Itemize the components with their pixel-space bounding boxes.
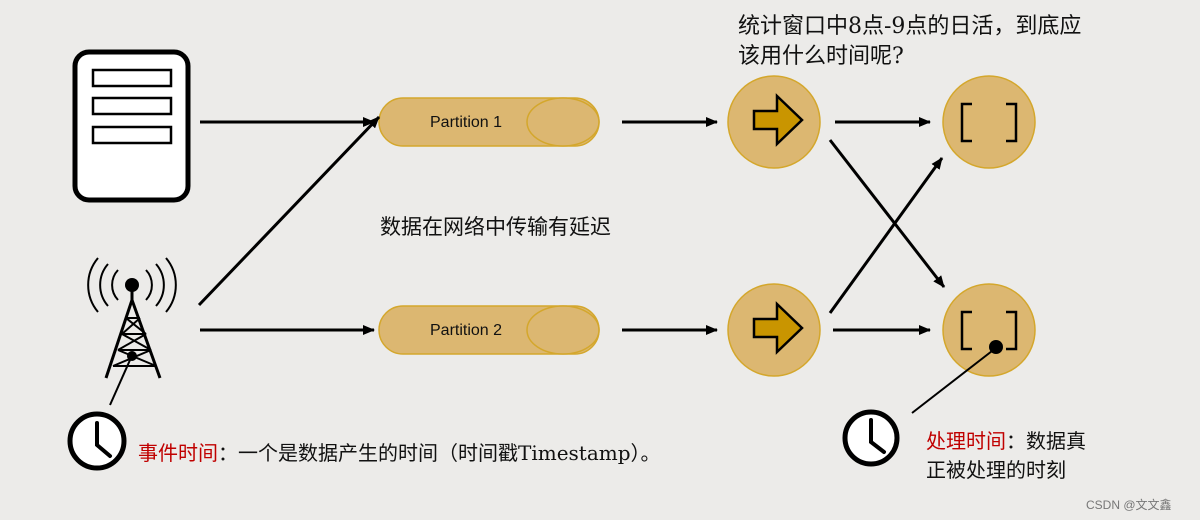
clock-icon [67,411,127,471]
event-pointer-line [109,359,131,406]
event-time-caption: 事件时间：一个是数据产生的时间（时间戳Timestamp）。 [138,437,661,466]
tower-event-dot [127,351,137,361]
partition-2-label: Partition 2 [430,322,503,339]
processing-time-description-1: ：数据真 [1006,429,1086,453]
question-line-1: 统计窗口中8点-9点的日活，到底应 [738,14,1082,39]
event-time-description: ：一个是数据产生的时间（时间戳Timestamp）。 [218,441,661,465]
tower-top-dot [125,278,139,292]
window-2 [942,283,1036,377]
event-time-term: 事件时间 [138,441,218,465]
partition-1-cylinder [378,97,600,147]
right-arrow-icon [752,93,804,147]
processing-time-caption-line-2: 正被处理的时刻 [926,458,1066,482]
watermark: CSDN @文文鑫 [1086,498,1172,512]
flow-arrows [197,115,946,335]
right-arrow-icon [752,301,804,355]
partition-2-cylinder [378,305,600,355]
clock-icon [842,409,900,467]
operator-2 [727,283,821,377]
processing-pointer-line [911,350,993,414]
window-event-dot [989,340,1003,354]
server-icon [72,49,191,203]
network-delay-note: 数据在网络中传输有延迟 [380,215,611,239]
radio-tower-icon [87,257,177,379]
processing-time-caption-line-1: 处理时间：数据真 [926,425,1086,454]
question-line-2: 该用什么时间呢? [738,44,904,69]
partition-1-label: Partition 1 [430,114,503,131]
processing-time-term: 处理时间 [926,429,1006,453]
operator-1 [727,75,821,169]
window-1 [942,75,1036,169]
